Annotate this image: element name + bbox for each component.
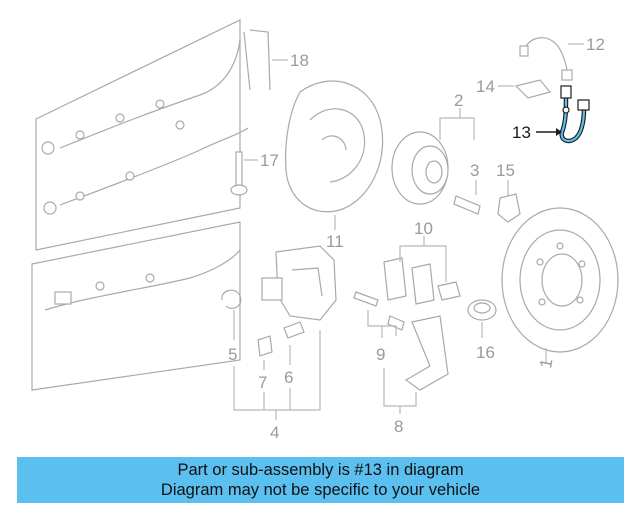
hub-bearing — [391, 131, 481, 215]
callout-11: 11 — [326, 232, 344, 251]
sensor-wire-panel — [31, 19, 271, 391]
callout-18: 18 — [290, 51, 309, 70]
callout-8: 8 — [394, 417, 403, 436]
callout-14: 14 — [476, 77, 495, 96]
callout-4: 4 — [270, 423, 279, 442]
callout-12: 12 — [586, 35, 605, 54]
bleeder-screw — [283, 321, 305, 339]
brake-line — [523, 37, 569, 75]
banner-line-part: Part or sub-assembly is #13 in diagram — [177, 461, 464, 479]
callout-13: 13 — [512, 123, 531, 142]
callout-3: 3 — [470, 161, 479, 180]
callout-6: 6 — [284, 368, 293, 387]
parts-diagram: 18 17 11 2 3 15 12 14 13 — [31, 19, 619, 442]
callout-1: 1 — [536, 357, 556, 370]
callout-15: 15 — [496, 161, 515, 180]
dust-cap — [467, 299, 497, 321]
brake-pads — [383, 257, 461, 305]
backing-plate — [285, 80, 384, 213]
info-banner: Part or sub-assembly is #13 in diagram D… — [17, 457, 624, 503]
callout-5: 5 — [228, 345, 237, 364]
guide-pins — [353, 291, 405, 331]
banner-line-disclaimer: Diagram may not be specific to your vehi… — [160, 481, 481, 499]
callout-9: 9 — [376, 345, 385, 364]
hose-clip — [514, 79, 552, 99]
callout-16: 16 — [476, 343, 495, 362]
brake-caliper — [261, 245, 337, 321]
caliper-spring — [221, 289, 242, 309]
callout-7: 7 — [258, 373, 267, 392]
bleeder-cap — [257, 335, 273, 357]
brake-rotor — [501, 207, 619, 353]
sensor-bracket — [497, 193, 521, 223]
callout-17: 17 — [260, 151, 279, 170]
callout-2: 2 — [454, 91, 463, 110]
brake-hose-13[interactable] — [559, 85, 590, 144]
caliper-carrier — [404, 315, 449, 391]
callout-10: 10 — [414, 219, 433, 238]
